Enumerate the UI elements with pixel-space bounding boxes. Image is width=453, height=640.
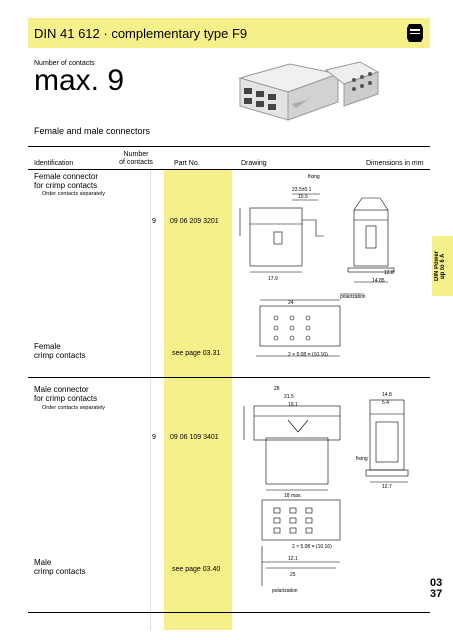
header-number-of-contacts: Number of contacts xyxy=(119,151,153,166)
divider-header xyxy=(28,169,430,170)
dim-15-5: 15.5 xyxy=(298,194,308,200)
row-male-crimp-title2: crimp contacts xyxy=(34,567,86,576)
subtitle: Female and male connectors xyxy=(34,126,151,136)
side-tab: DIN Power up to 6 A xyxy=(432,236,453,296)
part-no-column xyxy=(164,170,232,630)
page-section: 03 xyxy=(430,577,443,589)
row-female-connector-title1: Female connector xyxy=(34,172,99,181)
page-number: 03 37 xyxy=(430,578,442,600)
row-male-connector-note: Order contacts separately xyxy=(42,405,105,411)
header-part-no: Part No. xyxy=(174,160,200,167)
row-female-crimp-title2: crimp contacts xyxy=(34,351,86,360)
dim-24: 24 xyxy=(288,300,294,306)
row-male-connector-title2: for crimp contacts xyxy=(34,394,98,403)
row-female-crimp-part-no: see page 03.31 xyxy=(172,350,221,357)
contacts-value: max. 9 xyxy=(34,64,125,97)
dim-12-1: 12.1 xyxy=(288,556,298,562)
divider-middle xyxy=(28,377,430,378)
row-male-crimp-title1: Male xyxy=(34,558,52,567)
row-male-connector-title1: Male connector xyxy=(34,385,89,394)
dim-25: 25 xyxy=(290,572,296,578)
divider-bottom xyxy=(28,612,430,613)
row-male-connector-contacts: 9 xyxy=(152,434,156,441)
row-male-connector-part-no: 09 06 109 3401 xyxy=(170,434,219,441)
female-connector-drawing: fixing 23.5±0.1 15.5 17.9 12.8 14.85 pol… xyxy=(239,174,395,358)
harting-logo xyxy=(406,22,424,44)
dim-17-9: 17.9 xyxy=(268,276,278,282)
row-female-connector-title2: for crimp contacts xyxy=(34,181,98,190)
row-female-connector-contacts: 9 xyxy=(152,218,156,225)
row-male-crimp-part-no: see page 03.40 xyxy=(172,566,221,573)
contacts-label: Number of contacts xyxy=(34,60,95,67)
row-female-crimp-title1: Female xyxy=(34,342,61,351)
divider-top xyxy=(28,146,430,147)
dim-5-4: 5.4 xyxy=(382,400,389,406)
male-fixing-label: fixing xyxy=(356,456,368,462)
female-side-body xyxy=(249,207,303,267)
contacts-column-divider xyxy=(150,170,151,630)
dim-21-5: 21.5 xyxy=(284,394,294,400)
female-polarization-label: polarization xyxy=(340,294,366,300)
connector-photo xyxy=(230,58,380,138)
male-front-body xyxy=(369,399,405,471)
female-front-body xyxy=(353,209,389,267)
row-female-connector-part-no: 09 06 209 3201 xyxy=(170,218,219,225)
male-connector-drawing: 28 21.5 19.1 fixing 18 max. 14.8 5.4 12.… xyxy=(243,386,409,594)
dim-12-8: 12.8 xyxy=(384,270,394,276)
header-drawing: Drawing xyxy=(241,160,267,167)
page-index: 37 xyxy=(430,588,443,600)
female-dim-2x5-08: 2 × 5.08 = (10.16) xyxy=(288,352,328,358)
dim-14-85: 14.85 xyxy=(372,278,385,284)
row-female-connector-note: Order contacts separately xyxy=(42,191,105,197)
header-dimensions: Dimensions in mm xyxy=(366,160,424,167)
female-fixing-label: fixing xyxy=(308,174,320,180)
male-top-body xyxy=(261,499,341,541)
dim-18-max: 18 max. xyxy=(284,493,302,499)
male-polarization-label: polarization xyxy=(272,588,298,594)
dim-19-1: 19.1 xyxy=(288,402,298,408)
female-top-body xyxy=(259,305,341,347)
dim-28: 28 xyxy=(274,386,280,392)
male-side-body xyxy=(253,405,341,441)
page-title: DIN 41 612 · complementary type F9 xyxy=(34,26,248,41)
header-bar xyxy=(28,18,430,48)
header-identification: Identification xyxy=(34,160,74,167)
dim-23-5: 23.5±0.1 xyxy=(292,187,312,193)
side-tab-label: DIN Power up to 6 A xyxy=(434,251,446,282)
dim-12-7: 12.7 xyxy=(382,484,392,490)
male-dim-2x5-08: 2 × 5.08 = (10.16) xyxy=(292,544,332,550)
dim-14-8: 14.8 xyxy=(382,392,392,398)
